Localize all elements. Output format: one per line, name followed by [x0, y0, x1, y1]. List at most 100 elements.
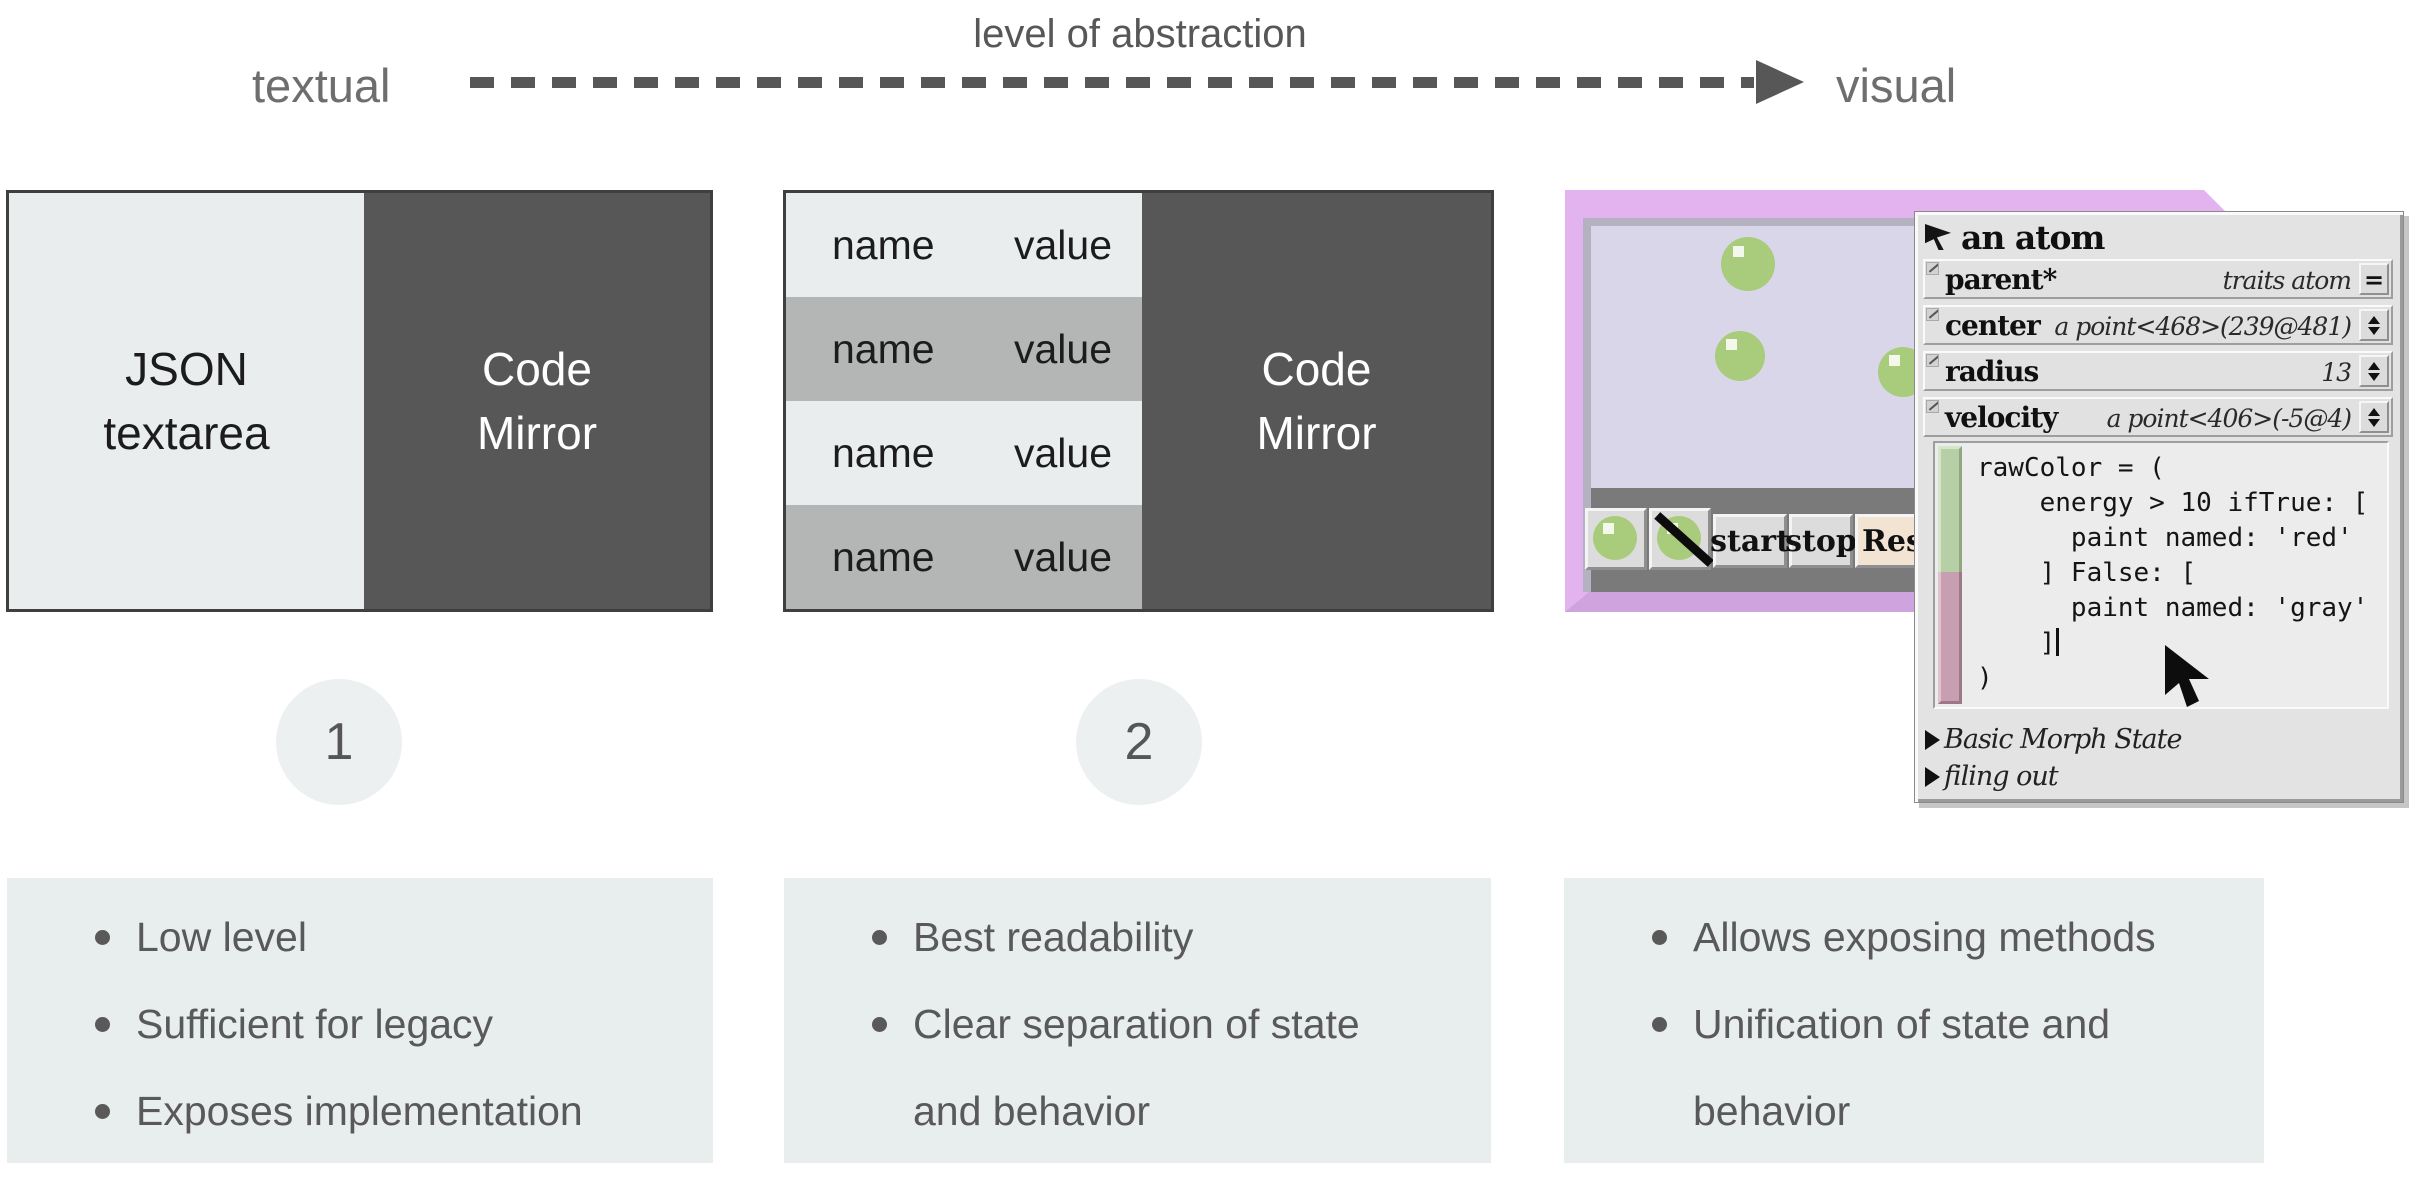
option1-bullet-list: Low level Sufficient for legacy Exposes … [7, 878, 713, 1163]
codemirror1-line1: Code [482, 343, 592, 395]
code-text[interactable]: rawColor = ( energy > 10 ifTrue: [ paint… [1977, 451, 2368, 696]
option1-box: JSON textarea Code Mirror [6, 190, 713, 612]
row-label: parent* [1945, 263, 2057, 296]
atom-tool-button[interactable] [1585, 508, 1647, 570]
handle-icon[interactable] [1926, 354, 1939, 367]
list-item-line: Best readability [913, 914, 1194, 960]
code-line: ) [1977, 663, 1993, 693]
inspector-row-radius[interactable]: radius 13 [1923, 351, 2393, 391]
option2-bullet-list: Best readability Clear separation of sta… [784, 878, 1491, 1163]
atom-ball [1715, 331, 1765, 381]
dismiss-arrow-icon[interactable] [1925, 224, 1951, 250]
inspector-row-velocity[interactable]: velocity a point<406>(-5@4) [1923, 397, 2393, 437]
row-name-cell: name [832, 533, 935, 580]
stepper-button[interactable] [2359, 401, 2389, 433]
row-value-cell: value [1013, 221, 1112, 268]
expand-triangle-icon[interactable] [1925, 766, 1940, 787]
json-textarea-box: JSON textarea [9, 193, 364, 609]
code-line: energy > 10 ifTrue: [ [1977, 488, 2369, 518]
row-value-cell: value [1013, 533, 1112, 580]
bullet-icon [95, 1104, 110, 1119]
step-down-icon[interactable] [2368, 326, 2380, 335]
json-textarea-line1: JSON [125, 343, 248, 395]
row-value[interactable]: traits atom [2222, 266, 2352, 295]
axis-left-label: textual [252, 59, 391, 112]
table-row: name value [786, 193, 1142, 297]
list-item: Clear separation of state and behavior [784, 981, 1481, 1155]
code-line: rawColor = ( [1977, 453, 2165, 483]
code-line: ] [1977, 626, 2368, 661]
step-number-2: 2 [1076, 679, 1202, 805]
mouse-cursor-icon [2165, 645, 2209, 707]
assign-button[interactable]: = [2359, 263, 2389, 295]
row-value[interactable]: a point<406>(-5@4) [2106, 404, 2352, 433]
list-item: Sufficient for legacy [7, 981, 703, 1068]
list-item-line: Allows exposing methods [1693, 914, 2156, 960]
list-item: Low level [7, 894, 703, 981]
code-line-text: ] [1977, 628, 2056, 658]
row-value[interactable]: a point<468>(239@481) [2054, 312, 2352, 341]
codemirror1-line2: Mirror [476, 407, 598, 459]
resize-button[interactable]: Resi [1855, 514, 1917, 568]
list-item: Best readability [784, 894, 1481, 981]
bullet-icon [95, 930, 110, 945]
stepper-button[interactable] [2359, 309, 2389, 341]
atom-tool-disabled-button[interactable] [1649, 508, 1711, 570]
rawcolor-code-editor[interactable]: rawColor = ( energy > 10 ifTrue: [ paint… [1933, 441, 2389, 709]
row-name-cell: name [832, 429, 935, 476]
scrollbar-thumb-green[interactable] [1938, 446, 1962, 572]
handle-icon[interactable] [1926, 262, 1939, 275]
scrollbar-track-pink[interactable] [1938, 572, 1962, 704]
axis-title: level of abstraction [973, 12, 1307, 56]
category-basic-morph-state[interactable]: Basic Morph State [1925, 724, 2182, 755]
step-up-icon[interactable] [2368, 361, 2380, 370]
atom-ball [1721, 237, 1775, 291]
handle-icon[interactable] [1926, 400, 1939, 413]
list-item: Allows exposing methods [1564, 894, 2254, 981]
list-item-line: and behavior [913, 1088, 1151, 1134]
abstraction-axis-dashed-line [470, 77, 1754, 88]
list-item-line: Sufficient for legacy [136, 1001, 494, 1047]
name-value-table: name value name value name value name va… [786, 193, 1142, 609]
list-item-line: Low level [136, 914, 307, 960]
codemirror2-line1: Code [1261, 343, 1372, 395]
codemirror-box-1: Code Mirror [364, 193, 710, 609]
stepper-button[interactable] [2359, 355, 2389, 387]
list-item: Unification of state and behavior [1564, 981, 2254, 1155]
category-label: filing out [1944, 761, 2059, 792]
step-up-icon[interactable] [2368, 315, 2380, 324]
row-value[interactable]: 13 [2321, 358, 2352, 387]
inspector-title: an atom [1961, 218, 2105, 257]
list-item-line: Unification of state and [1693, 1001, 2111, 1047]
list-item: Exposes implementation [7, 1068, 703, 1155]
row-label: radius [1945, 355, 2039, 388]
stop-button[interactable]: stop [1789, 514, 1853, 568]
step-down-icon[interactable] [2368, 418, 2380, 427]
bullet-icon [1652, 1017, 1667, 1032]
inspector-row-center[interactable]: center a point<468>(239@481) [1923, 305, 2393, 345]
start-button[interactable]: start [1713, 514, 1787, 568]
row-label: center [1945, 309, 2041, 342]
list-item-line: behavior [1693, 1088, 1851, 1134]
json-textarea-line2: textarea [103, 407, 270, 459]
expand-triangle-icon[interactable] [1925, 729, 1940, 750]
table-row: name value [786, 505, 1142, 609]
step-up-icon[interactable] [2368, 407, 2380, 416]
bullet-icon [872, 1017, 887, 1032]
code-line: paint named: 'gray' [1977, 593, 2369, 623]
handle-icon[interactable] [1926, 308, 1939, 321]
code-line: paint named: 'red' [1977, 523, 2353, 553]
scrollbar[interactable] [1938, 446, 1962, 704]
row-value-cell: value [1013, 325, 1112, 372]
bullet-icon [95, 1017, 110, 1032]
option3-bullet-list: Allows exposing methods Unification of s… [1564, 878, 2264, 1163]
step-down-icon[interactable] [2368, 372, 2380, 381]
codemirror-label-1: Code Mirror [477, 337, 597, 465]
category-filing-out[interactable]: filing out [1925, 761, 2059, 792]
codemirror2-line2: Mirror [1256, 407, 1377, 459]
list-item-line: Exposes implementation [136, 1088, 583, 1134]
codemirror-label-2: Code Mirror [1256, 337, 1376, 465]
inspector-row-parent[interactable]: parent* traits atom = [1923, 259, 2393, 299]
bullet-icon [872, 930, 887, 945]
json-textarea-label: JSON textarea [103, 337, 269, 465]
